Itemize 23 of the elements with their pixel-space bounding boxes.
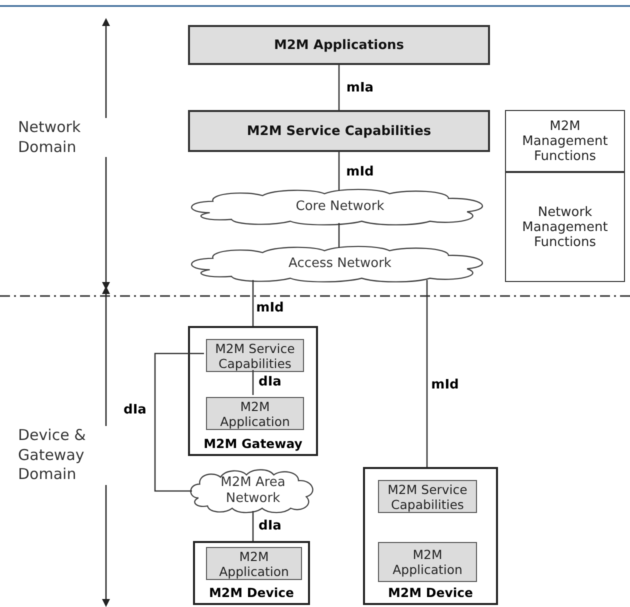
component-box: M2M Application <box>206 397 304 430</box>
component-box: M2M Service Capabilities <box>378 480 477 513</box>
function-box: M2M Management Functions <box>505 110 625 172</box>
function-box: Network Management Functions <box>505 172 625 282</box>
box-title: M2M Device <box>388 585 474 600</box>
device-box <box>193 541 310 605</box>
process-box: M2M Service Capabilities <box>188 110 490 152</box>
device-box <box>188 326 318 456</box>
box-title: M2M Device <box>208 585 294 600</box>
component-box: M2M Service Capabilities <box>206 339 304 372</box>
connector-line <box>252 280 254 326</box>
connector-line <box>338 223 340 248</box>
component-box: M2M Application <box>378 542 477 582</box>
connector-line <box>338 65 340 110</box>
connector-line <box>426 280 428 467</box>
component-box: M2M Application <box>206 547 302 580</box>
process-box: M2M Applications <box>188 25 490 65</box>
device-box <box>363 467 498 605</box>
connector-line <box>338 152 340 191</box>
connector-line <box>154 352 204 492</box>
box-title: M2M Gateway <box>204 436 302 451</box>
connector-line <box>252 511 254 541</box>
connector-line <box>252 370 254 395</box>
